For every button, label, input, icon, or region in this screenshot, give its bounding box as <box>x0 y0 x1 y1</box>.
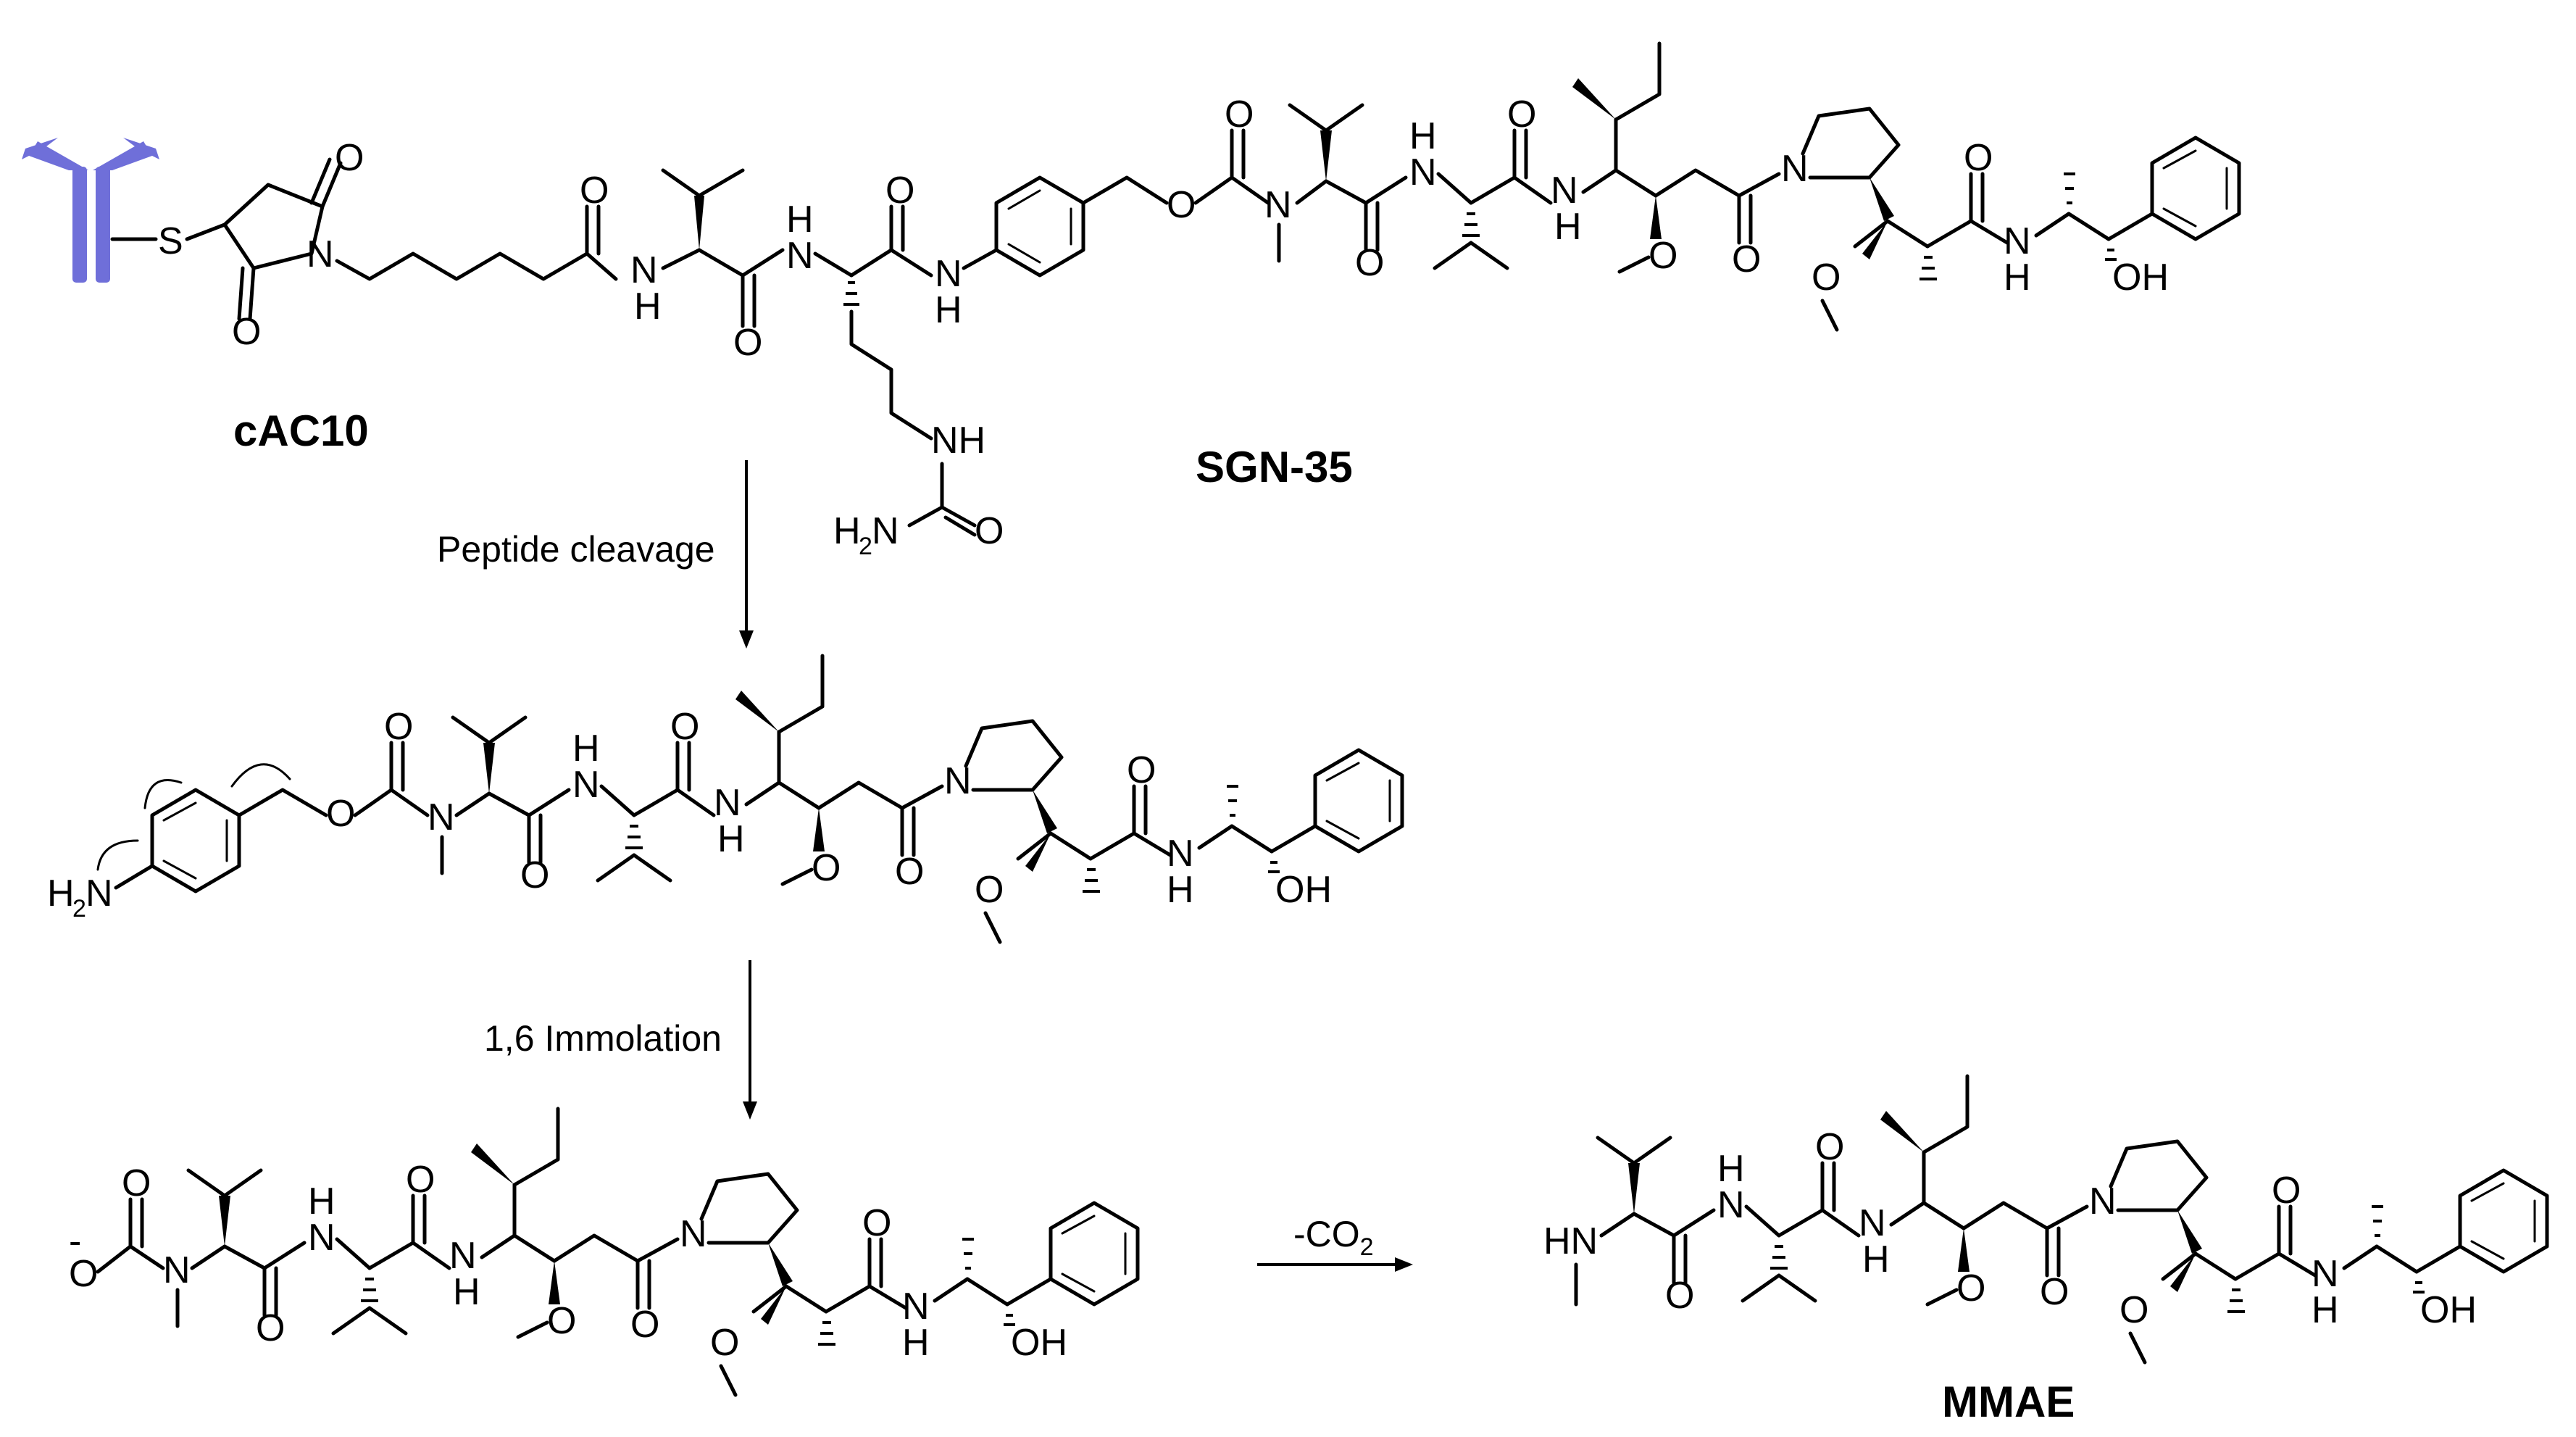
svg-text:O: O <box>1665 1275 1694 1317</box>
svg-text:N: N <box>902 1286 930 1328</box>
arrow-peptide-cleavage <box>739 460 754 649</box>
svg-text:O: O <box>733 322 762 364</box>
svg-text:2: 2 <box>859 533 872 560</box>
intermediate-structure: H 2 N O O N O H N <box>47 654 1404 944</box>
svg-text:N: N <box>2312 1253 2339 1295</box>
step-decarboxylation: -CO2 <box>1293 1214 1374 1261</box>
svg-text:H: H <box>902 1322 930 1364</box>
svg-text:H: H <box>47 872 75 915</box>
svg-text:O: O <box>1815 1126 1844 1168</box>
svg-text:O: O <box>580 170 609 212</box>
svg-text:O: O <box>1812 257 1841 299</box>
svg-text:OH: OH <box>1011 1322 1067 1364</box>
svg-text:O: O <box>547 1300 576 1342</box>
svg-text:N: N <box>1551 170 1578 212</box>
svg-text:N: N <box>428 796 455 838</box>
svg-text:O: O <box>670 706 699 748</box>
svg-text:O: O <box>2272 1170 2301 1212</box>
step-immolation: 1,6 Immolation <box>484 1018 722 1059</box>
svg-text:N: N <box>630 249 658 291</box>
svg-text:O: O <box>1732 238 1761 280</box>
svg-text:H: H <box>572 728 600 770</box>
svg-text:O: O <box>1507 93 1536 136</box>
svg-text:O: O <box>1956 1267 1985 1309</box>
mmae-structure: HN O H N O N H O O <box>1543 1074 2549 1365</box>
sulfur-label: S <box>158 220 183 262</box>
svg-text:N: N <box>786 235 814 277</box>
svg-text:H: H <box>2004 257 2031 299</box>
svg-text:O: O <box>1225 93 1254 136</box>
sgn35-structure: S O O N O N H O H N NH <box>110 41 2241 560</box>
svg-text:N: N <box>163 1249 191 1291</box>
svg-text:O: O <box>975 510 1004 552</box>
antibody-icon <box>22 138 159 283</box>
svg-text:NH: NH <box>931 420 985 462</box>
svg-text:O: O <box>2040 1271 2069 1313</box>
svg-text:H: H <box>935 289 962 331</box>
svg-text:O: O <box>232 311 261 353</box>
svg-text:O: O <box>975 869 1004 911</box>
svg-text:N: N <box>1859 1202 1886 1244</box>
svg-text:OH: OH <box>1275 869 1332 911</box>
svg-text:H: H <box>1862 1238 1890 1280</box>
svg-text:O: O <box>1167 184 1196 226</box>
svg-text:O: O <box>122 1162 151 1204</box>
svg-text:N: N <box>1264 184 1292 226</box>
svg-text:N: N <box>714 782 741 824</box>
svg-text:H: H <box>1554 206 1582 248</box>
svg-text:O: O <box>1648 235 1677 277</box>
svg-text:O: O <box>520 854 549 896</box>
svg-text:N: N <box>86 872 113 915</box>
svg-text:OH: OH <box>2420 1289 2477 1331</box>
svg-text:N: N <box>307 233 334 275</box>
svg-text:O: O <box>69 1253 98 1295</box>
svg-text:O: O <box>406 1159 435 1201</box>
svg-text:O: O <box>256 1307 285 1349</box>
svg-text:H: H <box>1167 869 1194 911</box>
svg-text:O: O <box>885 170 914 212</box>
svg-text:H: H <box>717 818 745 860</box>
svg-text:OH: OH <box>2112 257 2169 299</box>
svg-text:O: O <box>326 793 355 835</box>
svg-text:N: N <box>308 1217 335 1259</box>
carbamate-structure: - O O N O H N O N H <box>69 1107 1140 1397</box>
svg-text:O: O <box>1127 749 1156 791</box>
conjugate-name: SGN-35 <box>1196 443 1353 491</box>
arrow-immolation <box>743 960 757 1120</box>
svg-text:O: O <box>630 1304 659 1346</box>
svg-text:H: H <box>634 286 662 328</box>
svg-text:N: N <box>2004 220 2031 262</box>
svg-text:H: H <box>2312 1289 2339 1331</box>
svg-text:H: H <box>786 199 814 241</box>
svg-text:O: O <box>1964 137 1993 179</box>
svg-text:H: H <box>453 1271 480 1313</box>
svg-text:HN: HN <box>1543 1220 1598 1262</box>
svg-text:H: H <box>1409 115 1437 157</box>
step-peptide-cleavage: Peptide cleavage <box>437 529 715 570</box>
svg-text:O: O <box>1355 242 1384 284</box>
svg-text:-: - <box>69 1220 81 1262</box>
svg-text:N: N <box>449 1235 477 1277</box>
svg-text:2: 2 <box>72 895 86 922</box>
svg-text:N: N <box>935 253 962 295</box>
product-name: MMAE <box>1942 1378 2075 1426</box>
svg-text:O: O <box>895 851 924 893</box>
svg-text:N: N <box>1717 1184 1745 1226</box>
svg-text:N: N <box>1409 151 1437 193</box>
svg-text:N: N <box>872 510 899 552</box>
svg-text:O: O <box>335 137 364 179</box>
svg-text:H: H <box>833 510 861 552</box>
svg-text:N: N <box>1167 833 1194 875</box>
svg-text:N: N <box>572 764 600 806</box>
antibody-name: cAC10 <box>233 407 369 455</box>
svg-text:H: H <box>1717 1148 1745 1190</box>
arrow-decarboxylation <box>1257 1257 1413 1272</box>
svg-text:O: O <box>862 1202 891 1244</box>
svg-text:O: O <box>812 847 841 889</box>
svg-text:O: O <box>710 1322 739 1364</box>
svg-text:O: O <box>384 706 413 748</box>
svg-text:O: O <box>2119 1289 2148 1331</box>
svg-text:H: H <box>308 1180 335 1223</box>
